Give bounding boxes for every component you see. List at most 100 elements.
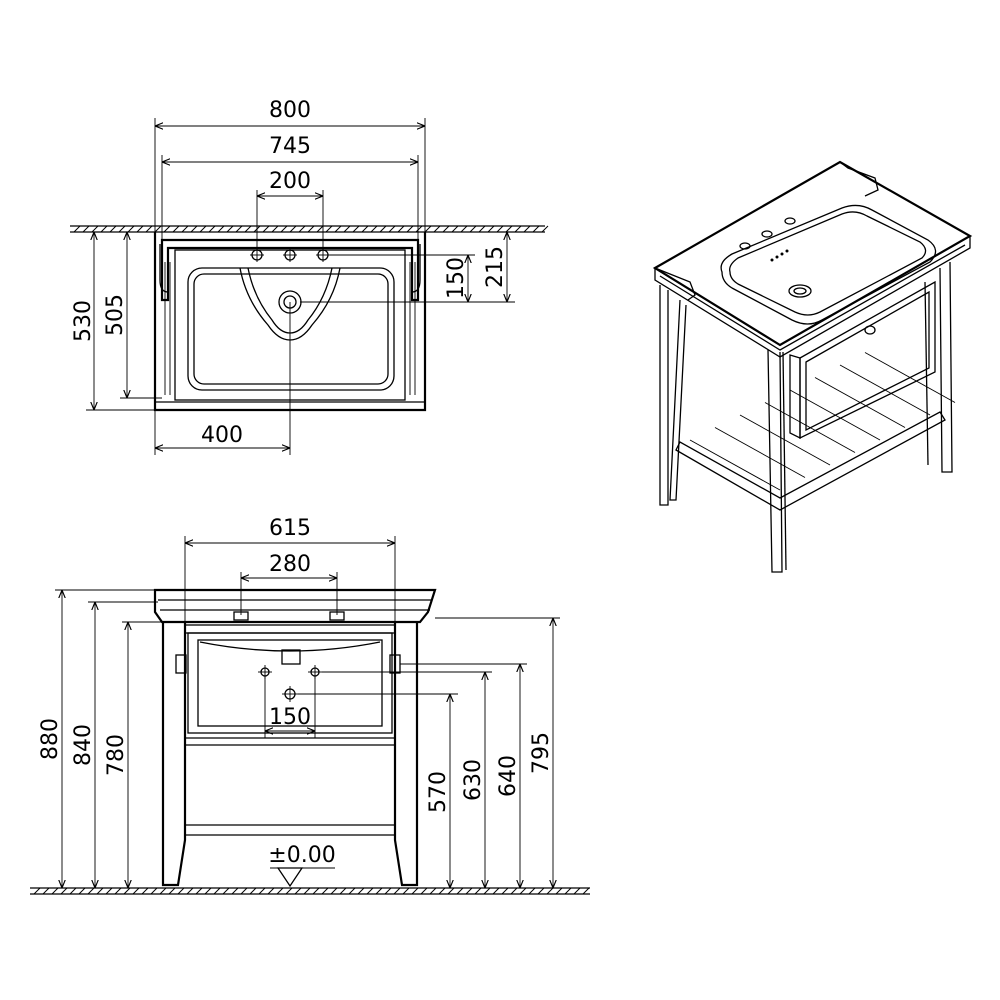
hatch-line — [406, 225, 414, 233]
hatch-line — [348, 887, 356, 895]
hatch-line — [289, 225, 297, 233]
hatch-line — [51, 887, 59, 895]
dim-basin-top: 840 — [71, 724, 96, 766]
hatch-line — [492, 887, 500, 895]
dim-total-height: 880 — [38, 718, 63, 760]
dim-overall-width: 800 — [269, 98, 311, 123]
hatch-line — [186, 887, 194, 895]
hatch-line — [312, 887, 320, 895]
hatch-line — [487, 225, 495, 233]
hatch-line — [87, 887, 95, 895]
hatch-line — [339, 887, 347, 895]
hatch-line — [420, 887, 428, 895]
hatch-line — [33, 887, 41, 895]
hatch-line — [226, 225, 234, 233]
hatch-line — [123, 887, 131, 895]
hatch-line — [303, 887, 311, 895]
hatch-line — [361, 225, 369, 233]
hatch-line — [864, 352, 956, 403]
hatch-line — [334, 225, 342, 233]
hatch-line — [465, 887, 473, 895]
plan-view: 800 745 200 400 530 505 150 215 — [70, 98, 549, 455]
dim-basin-depth: 505 — [103, 294, 128, 336]
hatch-line — [100, 225, 108, 233]
hatch-line — [244, 225, 252, 233]
hatch-line — [271, 225, 279, 233]
hatch-line — [127, 225, 135, 233]
hatch-line — [181, 225, 189, 233]
hatch-line — [204, 887, 212, 895]
hatch-line — [330, 887, 338, 895]
hatch-line — [714, 427, 806, 478]
hatch-line — [141, 887, 149, 895]
hatch-line — [150, 887, 158, 895]
hatch-line — [388, 225, 396, 233]
hatch-line — [411, 887, 419, 895]
hatch-line — [294, 887, 302, 895]
hatch-line — [285, 887, 293, 895]
hatch-line — [307, 225, 315, 233]
dim-rim-height: 795 — [529, 732, 554, 774]
hatch-line — [114, 887, 122, 895]
hatch-line — [429, 887, 437, 895]
dim-wall-to-outlet: 215 — [483, 246, 508, 288]
plan-dimensions — [86, 118, 515, 455]
hatch-line — [764, 402, 856, 453]
hatch-line — [789, 389, 881, 441]
floor-level-label: ±0.00 — [268, 843, 335, 868]
hatch-line — [159, 887, 167, 895]
hatch-line — [541, 225, 549, 233]
dim-waste-high: 640 — [496, 755, 521, 797]
hatch-line — [469, 225, 477, 233]
dim-waste-mid: 630 — [461, 759, 486, 801]
hatch-line — [555, 887, 563, 895]
hatch-line — [514, 225, 522, 233]
hatch-line — [82, 225, 90, 233]
hatch-line — [213, 887, 221, 895]
hatch-line — [195, 887, 203, 895]
dim-overall-depth: 530 — [71, 300, 96, 342]
hatch-line — [582, 887, 590, 895]
hatch-line — [456, 887, 464, 895]
hatch-line — [397, 225, 405, 233]
hatch-line — [163, 225, 171, 233]
isometric-view — [652, 160, 973, 573]
hatch-line — [267, 887, 275, 895]
hatch-line — [366, 887, 374, 895]
hatch-line — [379, 225, 387, 233]
hatch-line — [532, 225, 540, 233]
hatch-line — [60, 887, 68, 895]
hatch-line — [91, 225, 99, 233]
hatch-line — [73, 225, 81, 233]
hatch-line — [483, 887, 491, 895]
front-dimensions — [55, 536, 560, 888]
hatch-line — [69, 887, 77, 895]
hatch-line — [564, 887, 572, 895]
dim-frame-top: 780 — [104, 734, 129, 776]
hatch-line — [190, 225, 198, 233]
hatch-line — [118, 225, 126, 233]
hatch-line — [689, 439, 781, 491]
hatch-line — [501, 887, 509, 895]
dim-tap-spacing-front: 280 — [269, 552, 311, 577]
wall-hatch — [70, 225, 549, 233]
hatch-line — [537, 887, 545, 895]
hatch-line — [249, 887, 257, 895]
hatch-line — [325, 225, 333, 233]
dim-outlet-offset: 400 — [201, 423, 243, 448]
hatch-line — [177, 887, 185, 895]
dim-waste-low: 570 — [426, 771, 451, 813]
hatch-line — [505, 225, 513, 233]
hatch-line — [402, 887, 410, 895]
hatch-line — [451, 225, 459, 233]
hatch-line — [415, 225, 423, 233]
hatch-line — [814, 377, 906, 428]
hatch-line — [739, 414, 831, 466]
hatch-line — [460, 225, 468, 233]
dim-waste-spacing: 150 — [269, 705, 311, 730]
hatch-line — [154, 225, 162, 233]
hatch-line — [478, 225, 486, 233]
hatch-line — [510, 887, 518, 895]
hatch-line — [298, 225, 306, 233]
